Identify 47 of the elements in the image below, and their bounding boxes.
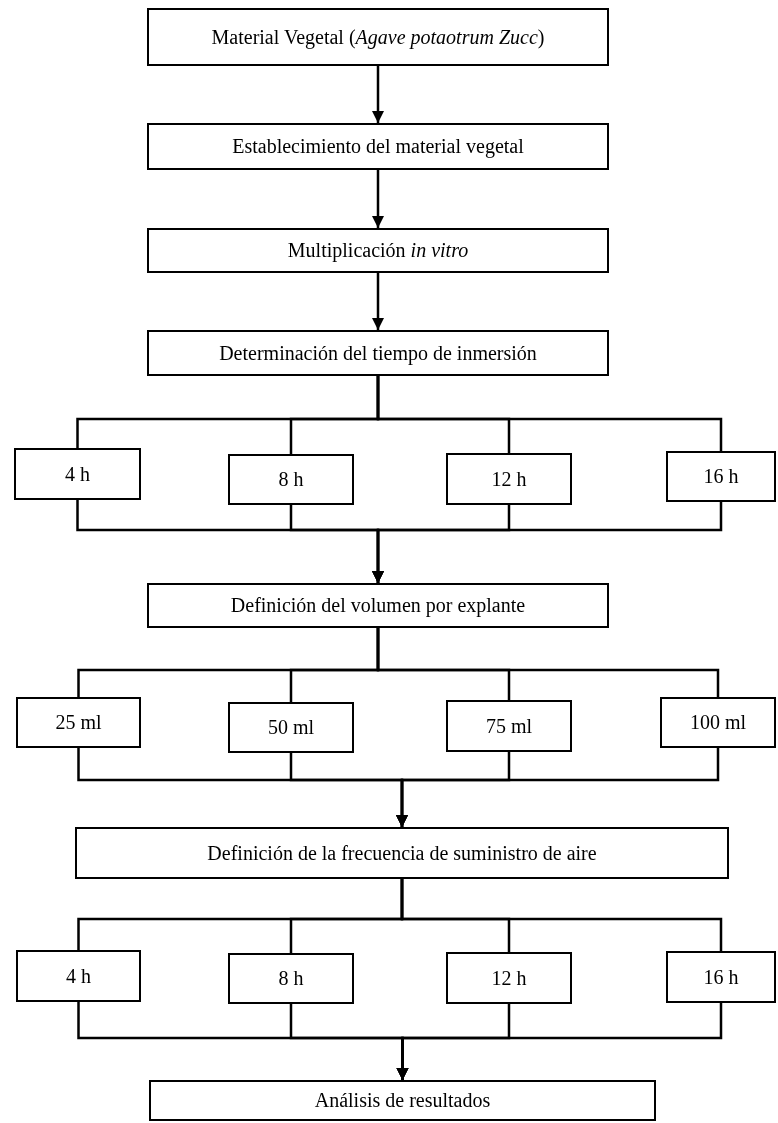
process-box — [446, 700, 572, 752]
arrow — [371, 273, 385, 330]
process-box — [14, 448, 141, 500]
connector-line — [400, 879, 723, 951]
box-text: Definición de la frecuencia de suministro de aire — [206, 840, 598, 866]
process-box — [147, 330, 609, 376]
box-text: 50 ml — [266, 715, 316, 740]
process-box — [228, 702, 354, 753]
box-text: Determinación del tiempo de inmersión — [218, 340, 538, 366]
process-box — [75, 827, 729, 879]
box-text: 16 h — [702, 464, 740, 489]
box-text: 100 ml — [688, 710, 748, 735]
process-box — [228, 953, 354, 1004]
process-box — [16, 697, 141, 748]
process-box — [446, 453, 572, 505]
box-text: 25 ml — [54, 710, 103, 735]
box-text: Multiplicación in vitro — [286, 238, 470, 263]
process-box — [16, 950, 141, 1002]
arrow — [371, 170, 385, 228]
process-box — [446, 952, 572, 1004]
process-box — [660, 697, 776, 748]
process-box — [666, 451, 776, 502]
process-box — [149, 1080, 656, 1121]
process-box — [147, 123, 609, 170]
connector-line — [376, 628, 720, 697]
process-box — [666, 951, 776, 1003]
arrow — [395, 748, 720, 827]
process-box — [147, 8, 609, 66]
box-text: Establecimiento del material vegetal — [231, 134, 525, 159]
box-text: 12 h — [490, 466, 528, 492]
box-text: 8 h — [277, 966, 305, 991]
box-text: 16 h — [702, 964, 740, 990]
box-text: Análisis de resultados — [313, 1088, 492, 1113]
arrow — [371, 66, 385, 123]
arrow — [396, 1003, 723, 1080]
box-text: Definición del volumen por explante — [229, 593, 527, 618]
box-text: Material Vegetal (Agave potaotrum Zucc) — [210, 24, 546, 50]
box-text: 12 h — [490, 965, 528, 991]
box-text: 75 ml — [484, 713, 534, 739]
box-text: 4 h — [65, 963, 92, 989]
box-text: 8 h — [277, 467, 305, 492]
arrow — [371, 502, 723, 583]
process-box — [147, 228, 609, 273]
process-box — [228, 454, 354, 505]
connector-line — [376, 376, 723, 451]
process-box — [147, 583, 609, 628]
box-text: 4 h — [64, 461, 91, 487]
